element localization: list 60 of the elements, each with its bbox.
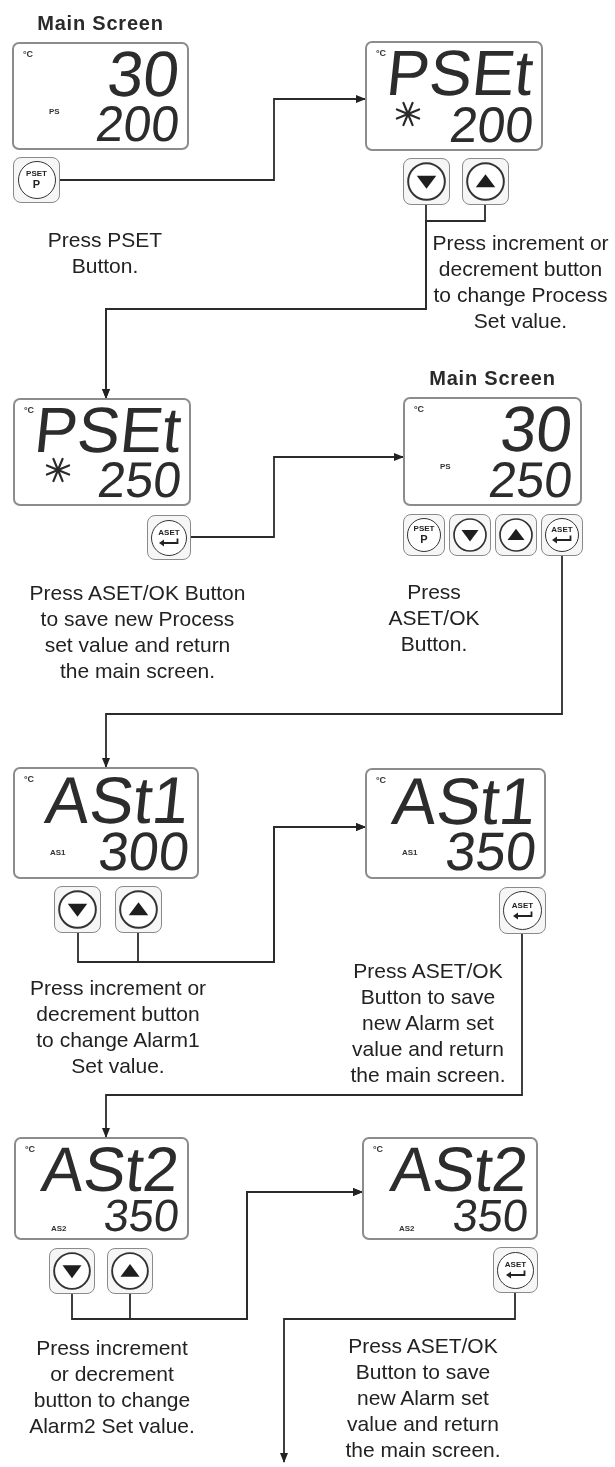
display-readout: 30 (105, 49, 182, 101)
screen-heading: Main Screen (429, 367, 556, 389)
key-label: P (32, 179, 41, 190)
unit-label: °C (23, 50, 34, 59)
display-readout: 200 (93, 104, 182, 144)
mode-tag: AS1 (50, 849, 66, 857)
display-readout: ASt1 (43, 774, 192, 827)
mode-tag: AS2 (51, 1225, 67, 1233)
step-caption: Press ASET/OK Button to save new Alarm set value and return the main screen. (349, 958, 507, 1088)
step-caption: Press ASET/OK Button to save new Process set value and return the main screen. (28, 580, 247, 684)
key-label: PSET (413, 525, 435, 533)
display-readout: 350 (102, 1198, 181, 1234)
flow-arrow (190, 453, 404, 538)
display-readout: 250 (95, 460, 184, 500)
key-label: ASET (504, 1261, 527, 1269)
flow-arrow (102, 204, 486, 399)
mode-tag: PS (49, 108, 60, 116)
flow-arrow (280, 1292, 516, 1463)
display-readout: 300 (96, 829, 192, 873)
step-caption: Press increment or decrement button to change Process Set value. (431, 230, 610, 334)
mode-tag: AS2 (399, 1225, 415, 1233)
unit-label: °C (376, 49, 387, 58)
mode-tag: AS1 (402, 849, 418, 857)
key-label: ASET (551, 526, 573, 534)
display-readout: 30 (498, 404, 575, 456)
display-readout: ASt1 (390, 775, 539, 828)
lcd-display (365, 768, 546, 879)
flow-arrow (129, 1188, 363, 1320)
step-caption: Press increment or decrement button to change Alarm1 Set value. (28, 975, 208, 1079)
flow-arrow (102, 555, 563, 768)
lcd-display (13, 767, 199, 879)
key-label: ASET (511, 901, 534, 910)
key-label: PSET (26, 170, 47, 178)
display-readout: 250 (486, 460, 575, 500)
display-readout: 200 (447, 105, 536, 145)
lcd-display (365, 41, 543, 151)
unit-label: °C (25, 1145, 36, 1154)
lcd-display (13, 398, 191, 506)
step-caption: Press increment or decrement button to change Alarm2 Set value. (28, 1335, 196, 1439)
display-readout: ASt2 (39, 1144, 182, 1195)
flow-arrow (59, 95, 366, 181)
display-readout: ASt2 (388, 1144, 531, 1195)
key-label: ASET (158, 528, 180, 537)
lcd-display (14, 1137, 189, 1240)
unit-label: °C (376, 776, 387, 785)
key-label: P (420, 534, 428, 545)
step-caption: Press ASET/OK Button to save new Alarm set value and return the main screen. (344, 1333, 502, 1463)
unit-label: °C (24, 775, 35, 784)
unit-label: °C (373, 1145, 384, 1154)
unit-label: °C (24, 406, 35, 415)
step-caption: Press ASET/OK Button. (387, 579, 481, 657)
flow-arrow (102, 933, 523, 1138)
step-caption: Press PSET Button. (46, 227, 164, 279)
mode-tag: PS (440, 463, 451, 471)
flow-arrow (137, 823, 366, 963)
display-readout: 350 (443, 829, 539, 873)
screen-heading: Main Screen (37, 12, 164, 34)
display-readout: 350 (451, 1198, 530, 1234)
unit-label: °C (414, 405, 425, 414)
lcd-display (362, 1137, 538, 1240)
